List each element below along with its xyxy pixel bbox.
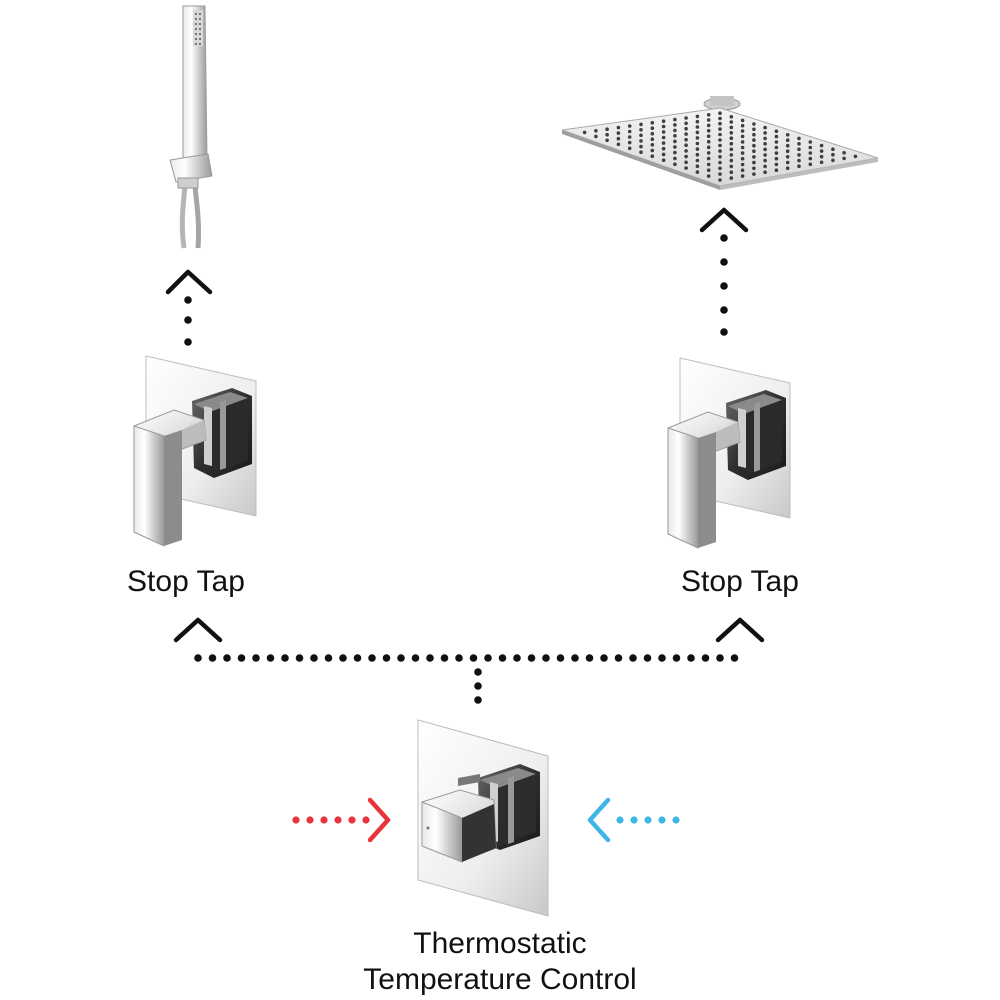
stop-tap-left-label: Stop Tap xyxy=(127,565,245,598)
stop-tap-right-icon xyxy=(667,357,791,549)
flow-lines xyxy=(184,234,739,704)
rain-shower-head-icon xyxy=(561,96,879,190)
thermostatic-label-line1: Thermostatic xyxy=(413,927,587,960)
cold-water-arrow-icon xyxy=(587,797,680,843)
stop-tap-left-icon xyxy=(133,355,257,547)
thermostatic-control-label: Thermostatic Temperature Control xyxy=(300,926,700,998)
thermostatic-label-line2: Temperature Control xyxy=(363,963,637,996)
thermostatic-valve-icon xyxy=(417,719,549,917)
hot-water-arrow-icon xyxy=(292,797,391,843)
chevron-up-icon xyxy=(173,617,223,643)
chevron-up-icon xyxy=(165,269,213,295)
chevron-up-icon xyxy=(715,617,765,643)
stop-tap-right-label: Stop Tap xyxy=(681,565,799,598)
chevron-up-icon xyxy=(699,207,749,233)
handheld-shower-icon xyxy=(169,5,213,249)
